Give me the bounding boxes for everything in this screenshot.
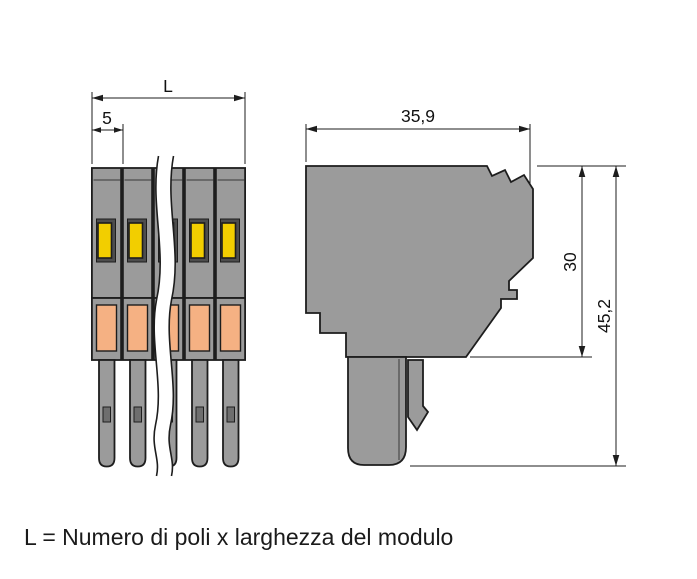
dimension-total-width: L [91,76,246,164]
dimension-label-body-height: 30 [560,252,580,272]
arrowhead [92,127,101,133]
side-latch [407,359,430,432]
pole [91,167,122,468]
arrowhead [578,346,586,357]
dimension-pitch: 5 [92,108,124,164]
pole [122,167,154,468]
dimension-label-total-height: 45,2 [594,299,614,333]
arrowhead [578,166,586,177]
dimension-label-L: L [163,76,173,96]
arrowhead [612,455,620,466]
dimension-label-pitch: 5 [102,108,112,128]
arrowhead [306,125,317,133]
dimension-label-side-width: 35,9 [401,106,435,126]
pole [183,167,216,468]
arrowhead [92,94,103,102]
side-body [305,165,534,358]
front-view: L 5 [91,76,247,478]
dimension-body-height: 30 [470,165,626,358]
pole [214,167,247,468]
dimension-side-width: 35,9 [305,106,531,184]
side-pin [347,356,407,466]
arrowhead [234,94,245,102]
dimension-total-height: 45,2 [410,166,626,467]
legend-caption: L = Numero di poli x larghezza del modul… [24,524,454,550]
side-view: 35,9 30 45,2 [305,106,626,467]
break-symbol [153,154,176,478]
arrowhead [519,125,530,133]
arrowhead [612,166,620,177]
arrowhead [114,127,123,133]
